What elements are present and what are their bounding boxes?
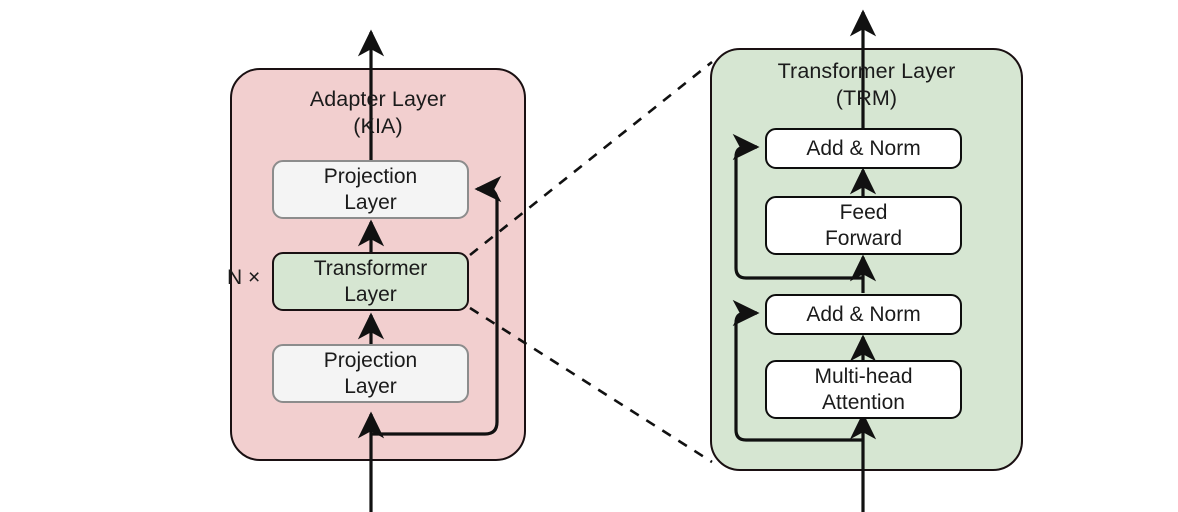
zoom-guide-upper xyxy=(469,60,713,257)
adapter-panel-title: Adapter Layer (KIA) xyxy=(309,87,447,138)
repeat-count-label: N × xyxy=(227,266,261,289)
node-feed-forward[interactable]: Feed Forward xyxy=(765,196,962,255)
node-add-and-norm-top[interactable]: Add & Norm xyxy=(765,128,962,169)
node-transformer-layer[interactable]: Transformer Layer xyxy=(272,252,469,311)
node-multi-head-attention[interactable]: Multi-head Attention xyxy=(765,360,962,419)
zoom-guide-lower xyxy=(469,306,713,464)
node-projection-layer-bottom[interactable]: Projection Layer xyxy=(272,344,469,403)
adapter-residual-connection xyxy=(371,175,502,436)
node-projection-layer-top[interactable]: Projection Layer xyxy=(272,160,469,219)
node-add-and-norm-bottom[interactable]: Add & Norm xyxy=(765,294,962,335)
transformer-panel-title: Transformer Layer (TRM) xyxy=(777,59,956,110)
trm-residual-lower xyxy=(732,299,863,442)
trm-residual-upper xyxy=(732,133,863,280)
